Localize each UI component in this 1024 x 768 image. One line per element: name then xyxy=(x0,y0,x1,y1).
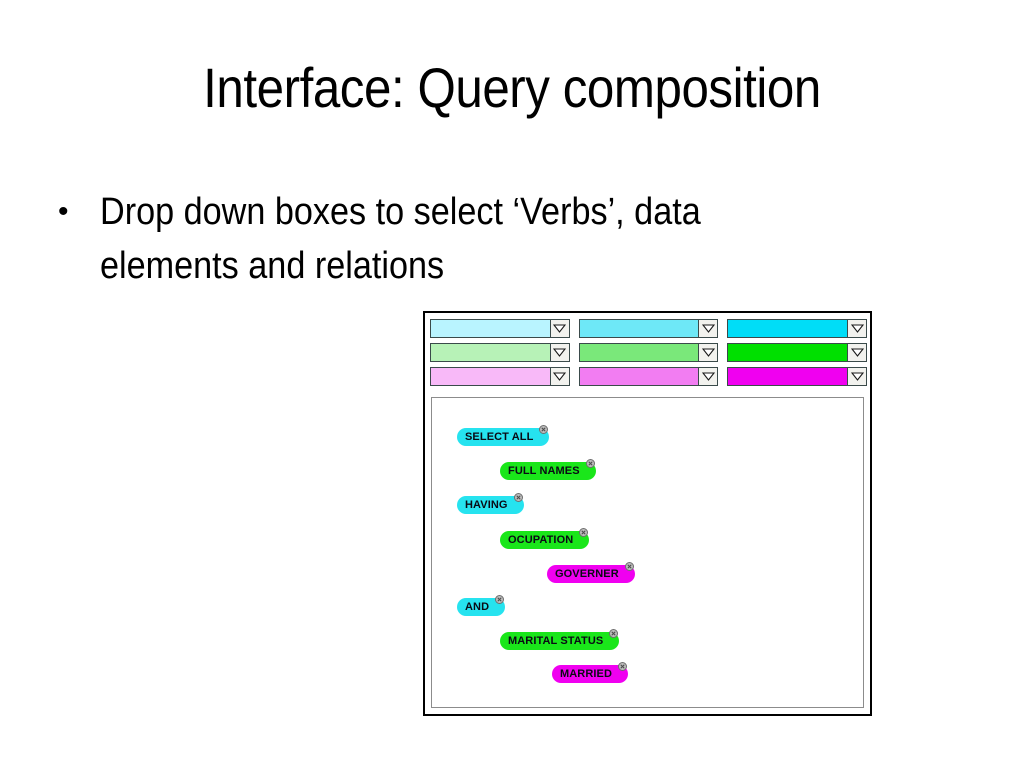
close-circle-icon[interactable] xyxy=(539,425,549,434)
close-circle-icon[interactable] xyxy=(513,493,523,502)
query-tag-label: HAVING xyxy=(465,499,508,511)
chevron-down-icon[interactable] xyxy=(549,320,569,337)
chevron-down-icon[interactable] xyxy=(698,368,718,385)
verb-select-light[interactable] xyxy=(430,319,570,338)
query-tag-label: MARITAL STATUS xyxy=(508,635,604,647)
close-circle-icon[interactable] xyxy=(609,629,619,638)
query-tag[interactable]: GOVERNER xyxy=(547,562,635,583)
chevron-down-icon[interactable] xyxy=(847,368,867,385)
bullet-marker-icon: • xyxy=(58,195,69,228)
query-tag-label: AND xyxy=(465,601,490,613)
query-tag[interactable]: HAVING xyxy=(457,493,524,514)
data-element-select-medium[interactable] xyxy=(578,343,719,362)
verb-select-medium-field[interactable] xyxy=(579,320,699,337)
relation-select-bright-field[interactable] xyxy=(728,368,848,385)
relation-select-light[interactable] xyxy=(430,367,570,386)
relation-select-bright[interactable] xyxy=(727,367,868,386)
query-tag-label: FULL NAMES xyxy=(508,465,580,477)
chevron-down-icon[interactable] xyxy=(698,320,718,337)
chevron-down-icon[interactable] xyxy=(847,320,867,337)
list-item-text: Drop down boxes to select ‘Verbs’, data … xyxy=(100,191,701,287)
query-tag[interactable]: OCUPATION xyxy=(500,528,590,549)
list-item: • Drop down boxes to select ‘Verbs’, dat… xyxy=(58,186,888,294)
bullet-list: • Drop down boxes to select ‘Verbs’, dat… xyxy=(58,186,888,294)
data-element-select-light[interactable] xyxy=(430,343,570,362)
query-tag[interactable]: SELECT ALL xyxy=(457,425,550,446)
close-circle-icon[interactable] xyxy=(579,528,589,537)
query-tag[interactable]: MARRIED xyxy=(552,662,629,683)
verb-select-bright-field[interactable] xyxy=(728,320,848,337)
dropdown-grid xyxy=(430,319,868,386)
chevron-down-icon[interactable] xyxy=(549,368,569,385)
query-tag-canvas[interactable]: SELECT ALL FULL NAMES HAVING OCUPATION GOVER… xyxy=(431,397,864,708)
chevron-down-icon[interactable] xyxy=(847,344,867,361)
chevron-down-icon[interactable] xyxy=(698,344,718,361)
relation-select-medium-field[interactable] xyxy=(579,368,699,385)
query-tag-label: OCUPATION xyxy=(508,534,574,546)
close-circle-icon[interactable] xyxy=(495,595,505,604)
verb-select-light-field[interactable] xyxy=(431,320,550,337)
chevron-down-icon[interactable] xyxy=(549,344,569,361)
relation-select-medium[interactable] xyxy=(578,367,719,386)
data-element-select-bright[interactable] xyxy=(727,343,868,362)
close-circle-icon[interactable] xyxy=(618,662,628,671)
relation-select-light-field[interactable] xyxy=(431,368,550,385)
close-circle-icon[interactable] xyxy=(585,459,595,468)
close-circle-icon[interactable] xyxy=(624,562,634,571)
page-title: Interface: Query composition xyxy=(203,56,821,119)
query-tag-label: MARRIED xyxy=(560,668,613,680)
verb-select-bright[interactable] xyxy=(727,319,868,338)
query-tag[interactable]: MARITAL STATUS xyxy=(500,629,620,650)
relations-row xyxy=(430,367,868,386)
data-elements-row xyxy=(430,343,868,362)
verbs-row xyxy=(430,319,868,338)
data-element-select-bright-field[interactable] xyxy=(728,344,848,361)
data-element-select-light-field[interactable] xyxy=(431,344,550,361)
query-tag-label: SELECT ALL xyxy=(465,431,534,443)
query-tag[interactable]: FULL NAMES xyxy=(500,459,596,480)
verb-select-medium[interactable] xyxy=(578,319,719,338)
data-element-select-medium-field[interactable] xyxy=(579,344,699,361)
query-tag-label: GOVERNER xyxy=(555,568,619,580)
query-builder-screenshot: SELECT ALL FULL NAMES HAVING OCUPATION GOVER… xyxy=(423,311,872,716)
query-tag[interactable]: AND xyxy=(457,595,506,616)
